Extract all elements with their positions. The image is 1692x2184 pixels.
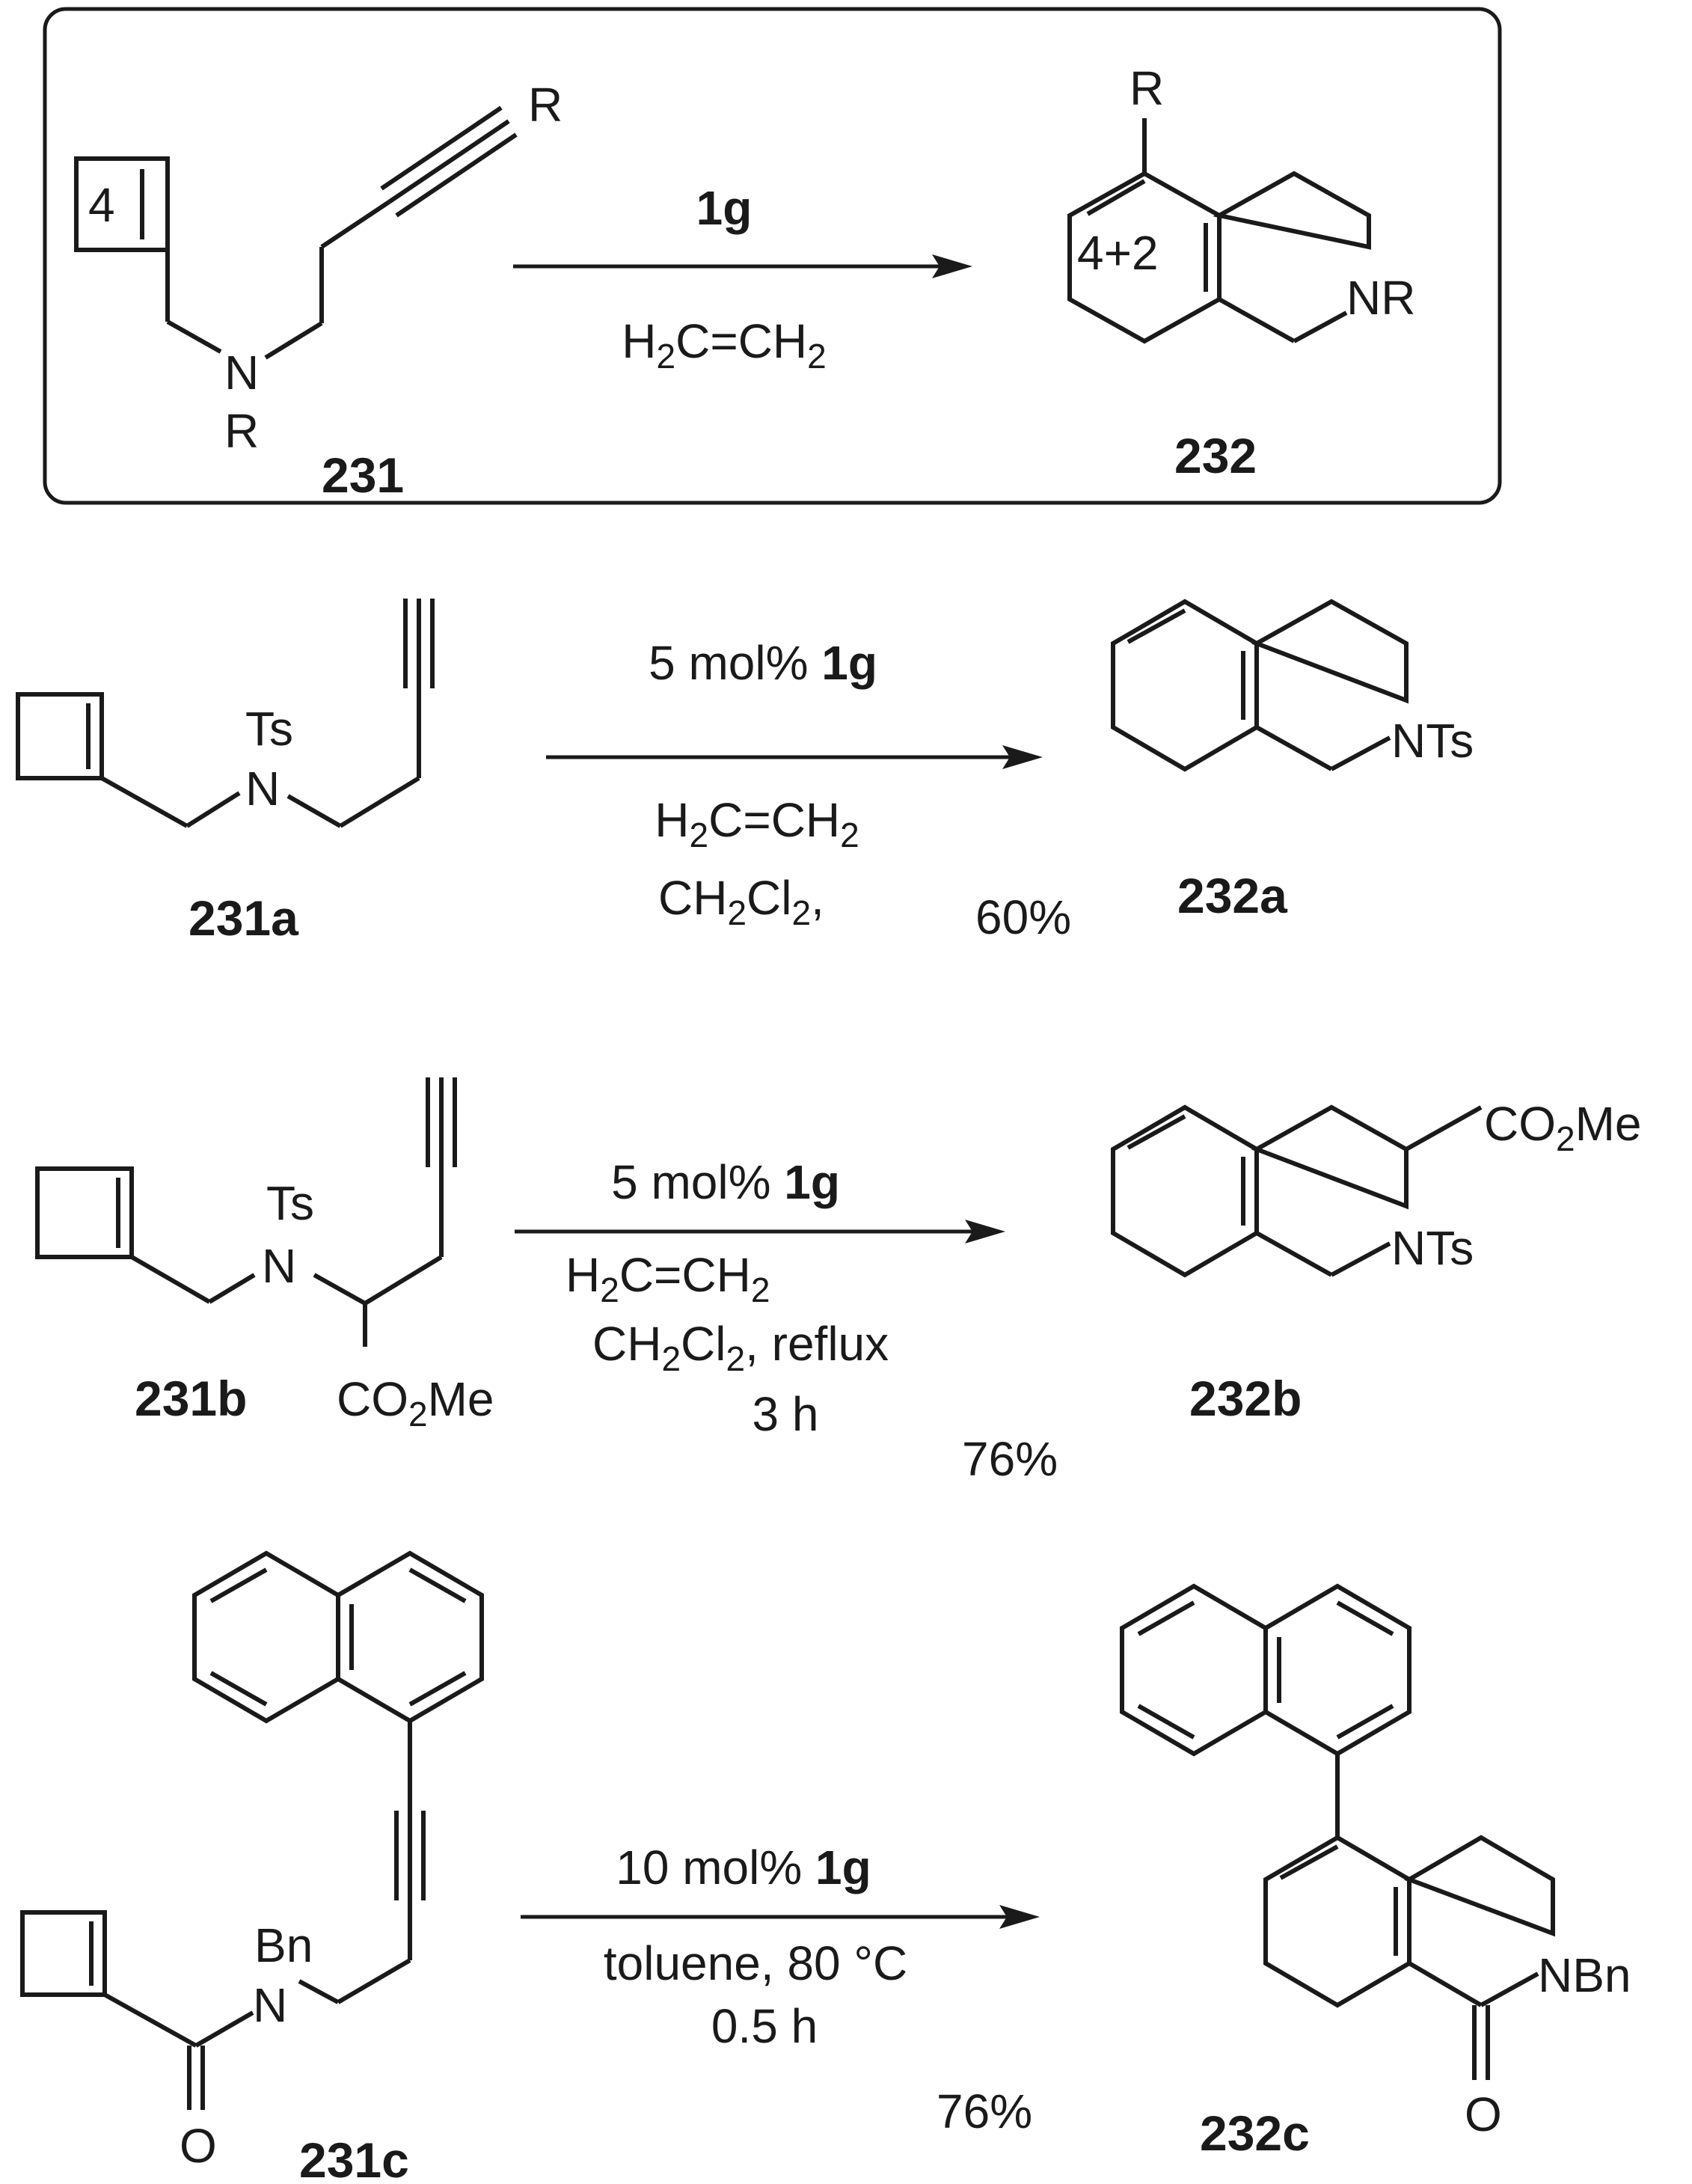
compound-231-structure — [74, 105, 518, 360]
reagent-ethylene-b: H2C=CH2 — [565, 1248, 770, 1309]
yield-a: 60% — [975, 890, 1071, 944]
amide-o-label: O — [180, 2119, 217, 2173]
amine-r-label: R — [224, 404, 259, 458]
general-scheme-frame — [43, 7, 1502, 505]
compound-label-231: 231 — [322, 447, 404, 503]
product-nts-label: NTs — [1391, 714, 1474, 768]
compound-label-232: 232 — [1174, 428, 1257, 483]
solvent-a: CH2Cl2, — [658, 871, 824, 932]
product-nbn-label: NBn — [1538, 1948, 1631, 2002]
ester-group-reactant: CO2Me — [337, 1372, 494, 1434]
compound-label-232a: 232a — [1177, 868, 1288, 923]
protecting-group-bn: Bn — [254, 1918, 313, 1972]
catalyst-loading-c: 10 mol% 1g — [616, 1841, 871, 1894]
compound-label-232b: 232b — [1189, 1371, 1302, 1426]
time-c: 0.5 h — [711, 1999, 818, 2053]
ring-size-label: 4 — [88, 178, 115, 232]
solvent-b: CH2Cl2, reflux — [592, 1317, 889, 1378]
product-nr-label: NR — [1346, 271, 1415, 325]
compound-label-231b: 231b — [135, 1371, 247, 1426]
compound-label-231a: 231a — [188, 890, 299, 946]
compound-232b-structure — [1111, 1104, 1483, 1278]
reaction-231c: Bn N O 231c 10 mol% 1g toluene, 80 °C 0.… — [20, 1550, 1631, 2184]
amine-n-label: N — [262, 1239, 296, 1293]
lactam-o-label: O — [1465, 2087, 1502, 2141]
general-scheme-panel: 4 R N R 231 1g H2C=CH2 R 4+2 NR 232 — [43, 7, 1502, 505]
compound-232a-structure — [1111, 599, 1409, 772]
yield-c: 76% — [937, 2084, 1032, 2138]
catalyst-loading-a: 5 mol% 1g — [649, 636, 877, 690]
protecting-group-ts: Ts — [266, 1176, 314, 1230]
solvent-temperature-c: toluene, 80 °C — [604, 1936, 907, 1990]
alkyne-substituent-label: R — [528, 78, 563, 132]
ring-formation-label: 4+2 — [1077, 226, 1159, 280]
compound-231c-structure — [20, 1550, 484, 2110]
compound-232-structure — [1067, 118, 1371, 344]
product-substituent-label: R — [1129, 61, 1164, 115]
reaction-231a: Ts N 231a 5 mol% 1g H2C=CH2 CH2Cl2, 60% … — [16, 599, 1474, 946]
time-b: 3 h — [752, 1387, 819, 1441]
compound-label-232c: 232c — [1200, 2105, 1310, 2161]
ester-group-product: CO2Me — [1484, 1097, 1642, 1158]
compound-231b-structure — [35, 1077, 457, 1347]
catalyst-loading-b: 5 mol% 1g — [611, 1155, 840, 1209]
catalyst-label: 1g — [696, 181, 752, 235]
product-nts-label: NTs — [1391, 1221, 1474, 1275]
amine-n-label: N — [245, 762, 280, 816]
amide-n-label: N — [253, 1978, 287, 2032]
compound-232c-structure — [1120, 1583, 1555, 2080]
reagent-ethylene: H2C=CH2 — [622, 314, 826, 376]
amine-n-label: N — [224, 346, 259, 400]
protecting-group-ts: Ts — [245, 702, 293, 756]
reaction-231b: Ts N 231b CO2Me 5 mol% 1g H2C=CH2 CH2Cl2… — [35, 1077, 1642, 1486]
compound-label-231c: 231c — [299, 2132, 409, 2184]
reagent-ethylene-a: H2C=CH2 — [655, 793, 859, 854]
compound-231a-structure — [16, 599, 435, 828]
cyclobutene-box — [74, 156, 170, 252]
yield-b: 76% — [962, 1432, 1058, 1486]
